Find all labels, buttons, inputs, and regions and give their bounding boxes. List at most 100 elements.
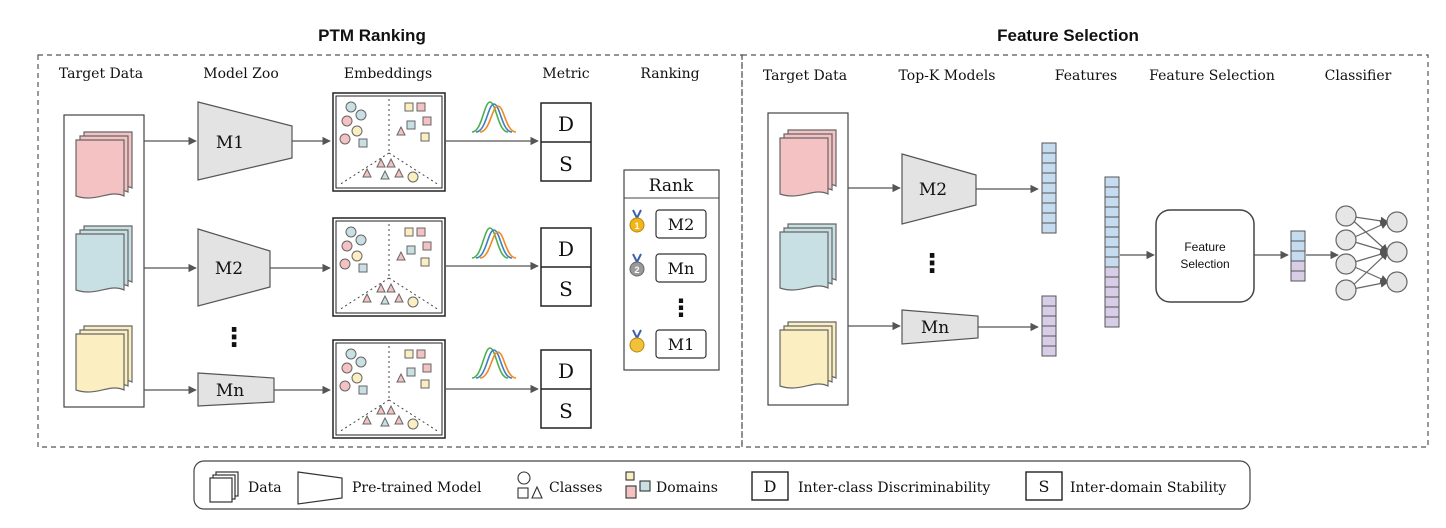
metric-box-2 (540, 227, 592, 307)
rank-ellipsis: ⋮ (669, 295, 693, 322)
data-stack-blue-right (779, 223, 837, 291)
data-stack-blue (75, 225, 133, 293)
output-node-3 (1386, 271, 1408, 293)
feature-cell (1104, 256, 1120, 268)
silver-medal-icon (629, 253, 645, 277)
data-stack-pink-right (779, 129, 837, 197)
top-model-mn (901, 309, 979, 345)
feature-cell (1041, 202, 1057, 214)
legend-data-label: Data (248, 480, 282, 496)
output-node-1 (1386, 211, 1408, 233)
feature-cell (1104, 226, 1120, 238)
input-node-1 (1335, 205, 1357, 227)
rank-title: Rank (649, 176, 694, 196)
feature-cell (1104, 296, 1120, 308)
feature-cell (1104, 316, 1120, 328)
models-ellipsis: ⋮ (221, 322, 247, 352)
input-node-3 (1335, 253, 1357, 275)
classifier-network (1347, 215, 1389, 291)
header-feature-selection: Feature Selection (1149, 68, 1275, 84)
metric-s-1: S (559, 152, 573, 176)
feature-selection-line2: Selection (1180, 257, 1229, 271)
header-features: Features (1055, 68, 1117, 84)
legend-classes-label: Classes (549, 480, 602, 496)
top-model-mn-label: Mn (921, 318, 949, 338)
feature-vector-mn (1041, 295, 1057, 357)
distribution-curves-1 (471, 101, 517, 133)
metric-s-3: S (559, 399, 573, 423)
feature-cell (1041, 192, 1057, 204)
feature-cell (1041, 305, 1057, 317)
embedding-m1 (332, 92, 446, 192)
legend-d-letter: D (764, 477, 777, 496)
legend-s-box (1025, 471, 1063, 501)
metric-d-1: D (558, 112, 574, 136)
header-target-data-right: Target Data (763, 68, 847, 84)
model-m1 (197, 101, 293, 181)
legend-box (193, 460, 1251, 510)
rank-item-2: Mn (668, 259, 695, 278)
header-metric: Metric (542, 66, 589, 82)
metric-d-2: D (558, 237, 574, 261)
header-top-k-models: Top-K Models (899, 68, 996, 84)
rank-item-1-box (655, 209, 707, 239)
data-stack-pink (75, 131, 133, 199)
feature-cell (1041, 335, 1057, 347)
legend-data-icon (209, 471, 239, 503)
feature-vector-m2 (1041, 142, 1057, 234)
top-models-ellipsis: ⋮ (919, 248, 945, 278)
rank-item-1: M2 (668, 215, 695, 234)
distribution-curves-2 (471, 227, 517, 259)
feature-selection-panel (741, 54, 1429, 448)
feature-selection-line1: Feature (1184, 240, 1226, 254)
output-node-2 (1386, 241, 1408, 263)
medal-1-number: 1 (634, 221, 639, 231)
header-target-data: Target Data (59, 66, 143, 82)
rank-item-2-box (655, 253, 707, 283)
legend-pretrained-label: Pre-trained Model (352, 480, 482, 496)
legend-d-label: Inter-class Discriminability (798, 480, 990, 496)
feature-cell (1290, 270, 1306, 282)
rank-item-3-box (655, 329, 707, 359)
header-ranking: Ranking (640, 66, 699, 82)
input-node-2 (1335, 229, 1357, 251)
model-m1-label: M1 (216, 133, 244, 153)
medal-2-number: 2 (634, 265, 639, 275)
data-stack-yellow-right (779, 321, 837, 389)
feature-cell (1104, 276, 1120, 288)
legend-domains-label: Domains (656, 480, 718, 496)
header-model-zoo: Model Zoo (203, 66, 279, 82)
ptm-ranking-panel (37, 54, 743, 448)
model-mn-label: Mn (216, 381, 244, 401)
feature-cell (1104, 266, 1120, 278)
feature-cell (1104, 186, 1120, 198)
feature-cell (1041, 182, 1057, 194)
model-mn (197, 372, 275, 407)
feature-cell (1290, 230, 1306, 242)
header-embeddings: Embeddings (344, 66, 432, 82)
feature-vector-selected (1290, 230, 1306, 282)
feature-cell (1290, 240, 1306, 252)
feature-cell (1104, 246, 1120, 258)
feature-cell (1041, 295, 1057, 307)
feature-cell (1104, 196, 1120, 208)
legend-s-letter: S (1039, 477, 1050, 496)
feature-cell (1041, 315, 1057, 327)
legend-classes-icon (517, 471, 543, 499)
legend-s-label: Inter-domain Stability (1070, 480, 1226, 496)
feature-cell (1041, 172, 1057, 184)
legend-d-box (751, 471, 789, 501)
legend-domains-icon (625, 471, 651, 499)
embedding-m2 (332, 217, 446, 317)
feature-cell (1041, 152, 1057, 164)
metric-d-3: D (558, 359, 574, 383)
feature-cell (1104, 176, 1120, 188)
feature-cell (1041, 345, 1057, 357)
feature-cell (1104, 206, 1120, 218)
feature-cell (1290, 260, 1306, 272)
bronze-medal-icon (629, 329, 645, 353)
top-model-m2-label: M2 (919, 180, 947, 200)
feature-cell (1104, 306, 1120, 318)
top-model-m2 (901, 153, 977, 225)
